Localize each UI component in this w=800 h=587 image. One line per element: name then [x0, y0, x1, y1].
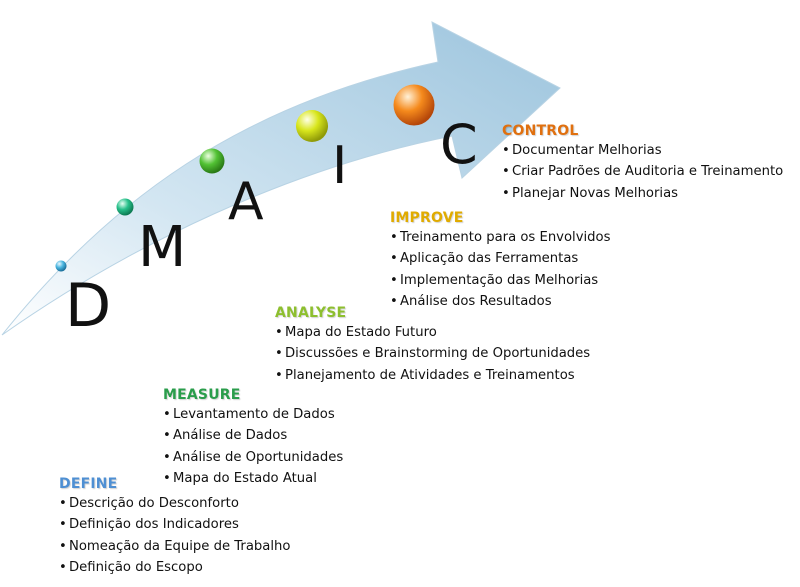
- phase-items: •Levantamento de Dados •Análise de Dados…: [163, 404, 343, 489]
- list-item: •Planejar Novas Melhorias: [502, 185, 679, 201]
- list-item: •Análise dos Resultados: [390, 293, 552, 309]
- phase-improve: IMPROVE •Treinamento para os Envolvidos …: [390, 209, 611, 312]
- list-item: •Nomeação da Equipe de Trabalho: [59, 538, 291, 554]
- phase-title: IMPROVE: [390, 210, 464, 226]
- list-item: •Definição do Escopo: [59, 559, 203, 575]
- phase-items: •Descrição do Desconforto •Definição dos…: [59, 493, 290, 578]
- letter-a: A: [228, 172, 264, 232]
- list-item: •Mapa do Estado Atual: [163, 470, 317, 486]
- phase-items: •Mapa do Estado Futuro •Discussões e Bra…: [275, 322, 590, 386]
- orb-measure: [116, 198, 134, 216]
- list-item: •Mapa do Estado Futuro: [275, 325, 437, 340]
- phase-control: CONTROL •Documentar Melhorias •Criar Pad…: [502, 122, 783, 204]
- phase-items: •Treinamento para os Envolvidos •Aplicaç…: [390, 227, 611, 312]
- list-item: •Análise de Dados: [163, 428, 288, 444]
- phase-measure: MEASURE •Levantamento de Dados •Análise …: [163, 386, 343, 489]
- letter-c: C: [440, 113, 478, 176]
- orb-define: [55, 260, 67, 272]
- phase-title: CONTROL: [502, 123, 579, 139]
- letter-m: M: [138, 215, 187, 280]
- letter-i: I: [332, 136, 348, 196]
- orb-analyse: [199, 148, 225, 174]
- phase-title: DEFINE: [59, 476, 118, 492]
- list-item: •Aplicação das Ferramentas: [390, 251, 579, 267]
- phase-define: DEFINE •Descrição do Desconforto •Defini…: [59, 475, 290, 578]
- phase-title: ANALYSE: [275, 305, 347, 321]
- phase-items: •Documentar Melhorias •Criar Padrões de …: [502, 140, 783, 204]
- list-item: •Definição dos Indicadores: [59, 517, 239, 533]
- list-item: •Planejamento de Atividades e Treinament…: [275, 367, 575, 383]
- list-item: •Descrição do Desconforto: [59, 496, 239, 511]
- letter-d: D: [65, 271, 112, 341]
- orb-improve: [296, 110, 328, 142]
- orb-control: [393, 84, 435, 126]
- list-item: •Implementação das Melhorias: [390, 272, 599, 288]
- list-item: •Criar Padrões de Auditoria e Treinament…: [502, 164, 784, 180]
- list-item: •Análise de Oportunidades: [163, 449, 344, 465]
- list-item: •Discussões e Brainstorming de Oportunid…: [275, 346, 591, 362]
- phase-title: MEASURE: [163, 387, 241, 403]
- list-item: •Documentar Melhorias: [502, 143, 662, 158]
- phase-analyse: ANALYSE •Mapa do Estado Futuro •Discussõ…: [275, 304, 590, 386]
- list-item: •Levantamento de Dados: [163, 407, 335, 422]
- list-item: •Treinamento para os Envolvidos: [390, 230, 611, 245]
